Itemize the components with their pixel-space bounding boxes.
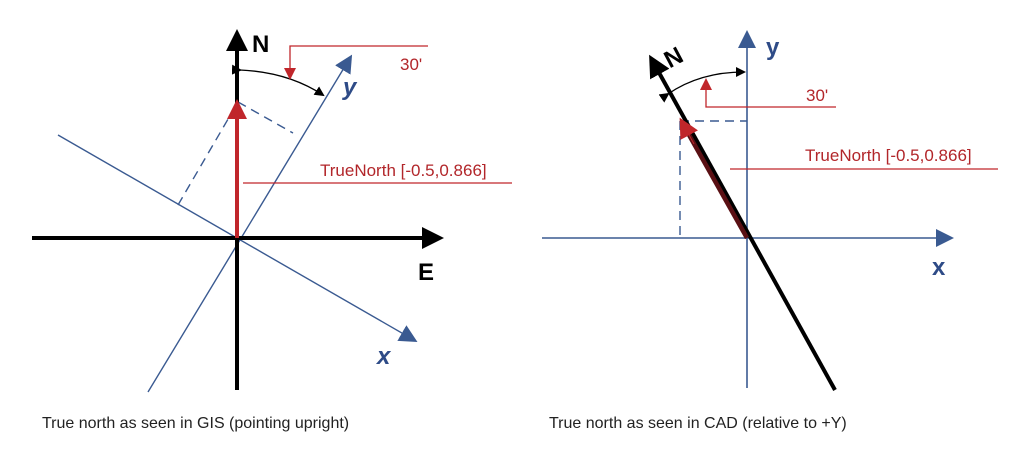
cad-angle-arc (658, 67, 746, 103)
cad-truenorth-arrowhead (679, 117, 698, 145)
cad-truenorth-label: TrueNorth [-0.5,0.866] (805, 146, 972, 165)
cad-north-axis (649, 54, 837, 391)
cad-y-label: y (766, 34, 780, 61)
cad-x-label: x (932, 254, 946, 281)
cad-angle-label: 30' (806, 86, 828, 105)
gis-angle-label: 30' (400, 55, 422, 74)
gis-east-label: E (418, 259, 434, 286)
gis-panel: N E y x 30' TrueNorth [-0.5,0.866] True … (32, 29, 512, 432)
gis-truenorth-label: TrueNorth [-0.5,0.866] (320, 161, 487, 180)
gis-north-label: N (252, 31, 269, 58)
gis-dashed-projection-x (177, 101, 239, 206)
cad-caption: True north as seen in CAD (relative to +… (549, 415, 847, 432)
gis-dashed-projection-y (237, 101, 294, 134)
gis-angle-leader (284, 45, 428, 80)
cad-panel: N y x 30' TrueNorth [-0.5,0.866] True no… (542, 30, 998, 432)
gis-y-axis (147, 54, 353, 393)
gis-angle-arc (231, 64, 325, 97)
gis-caption: True north as seen in GIS (pointing upri… (42, 415, 349, 432)
cad-angle-leader (700, 78, 836, 108)
gis-y-label: y (342, 74, 358, 101)
gis-x-label: x (375, 343, 392, 370)
cad-truenorth-arrow (682, 124, 749, 240)
cad-north-label: N (660, 42, 688, 74)
